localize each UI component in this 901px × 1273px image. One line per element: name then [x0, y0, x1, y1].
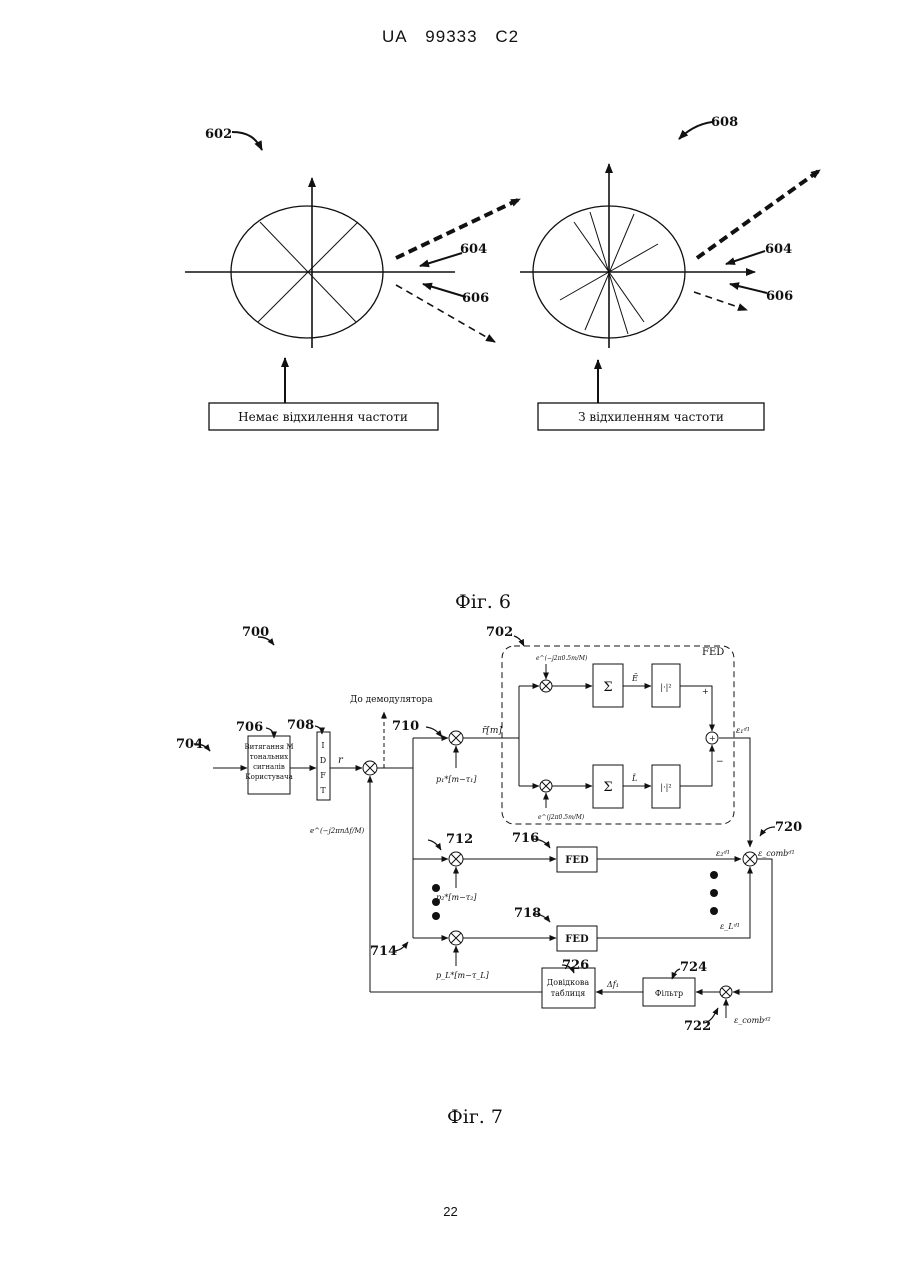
- sum-top: Σ: [603, 680, 612, 695]
- idft-letter-4: T: [320, 786, 326, 795]
- eps1-label: ε₁ᵈ¹: [736, 726, 750, 735]
- minus-sign: −: [716, 757, 724, 767]
- e-tilde-label: Ẽ: [631, 674, 638, 683]
- rbar-label: r̄[m]: [482, 726, 502, 736]
- ref-716: 716: [512, 831, 539, 846]
- fed-718-label: FED: [565, 934, 589, 945]
- constellation-with-offset: [520, 122, 820, 430]
- ref-718: 718: [514, 906, 541, 921]
- filter-label: Фільтр: [655, 989, 683, 998]
- rp-label: r: [338, 755, 344, 766]
- ref-608: 608: [711, 115, 738, 130]
- ref-604-left: 604: [460, 242, 487, 257]
- with-offset-label: З відхиленням частоти: [578, 410, 724, 424]
- ref-606-right: 606: [766, 289, 793, 304]
- ref-606-left: 606: [462, 291, 489, 306]
- ref-700: 700: [242, 625, 269, 640]
- abs-bottom: |·|²: [660, 783, 671, 792]
- fed-title: FED: [702, 647, 724, 658]
- dashed-arrow-606-right: [694, 292, 747, 310]
- ref-726: 726: [562, 958, 589, 973]
- ref-714: 714: [370, 944, 397, 959]
- dashed-arrow-604: [396, 199, 520, 258]
- exp-top-label: e^(−j2π0.5m/M): [536, 655, 588, 662]
- fig7-caption: Фіг. 7: [447, 1106, 503, 1128]
- user-signals-line-3: сигналів: [253, 763, 285, 771]
- ref-702: 702: [486, 625, 513, 640]
- idft-letter-3: F: [320, 771, 326, 780]
- dashed-arrow-604-right: [697, 170, 820, 258]
- constellation-no-offset: [185, 132, 520, 430]
- lookup-label-1: Довідкова: [547, 978, 590, 987]
- eps2-label: ε₂ᵈ¹: [716, 849, 730, 858]
- abs-top: |·|²: [660, 683, 671, 692]
- ref-604-right: 604: [765, 242, 792, 257]
- lookup-table-block: [542, 968, 595, 1008]
- ref-720: 720: [775, 820, 802, 835]
- idft-letter-1: I: [321, 741, 324, 750]
- no-offset-label: Немає відхилення частоти: [238, 410, 408, 424]
- eps-comb2-label: ε_combᵈ²: [734, 1016, 771, 1025]
- exp-bottom-label: e^(j2π0.5m/M): [538, 814, 585, 821]
- user-signals-line-4: Користувача: [245, 773, 293, 781]
- pilot2-label: p₂*[m−τ₂]: [436, 893, 477, 902]
- plus-sign: +: [702, 687, 709, 696]
- fed-dashed-block: [502, 646, 734, 824]
- ref-706: 706: [236, 720, 263, 735]
- delta-f-label: Δf₁: [606, 980, 619, 989]
- page-number: 22: [0, 1204, 901, 1219]
- epsL-label: ε_Lᵈ¹: [720, 922, 740, 931]
- lookup-label-2: таблиця: [551, 989, 586, 998]
- user-signals-line-1: Витягання M: [244, 743, 293, 751]
- adder-plus: +: [709, 734, 716, 743]
- fed-716-label: FED: [565, 855, 589, 866]
- ref-602: 602: [205, 127, 232, 142]
- pilot1-label: p₁*[m−τ₁]: [436, 775, 477, 784]
- ref-722: 722: [684, 1019, 711, 1034]
- to-demodulator-label: До демодулятора: [350, 695, 433, 705]
- l-tilde-label: L̃: [631, 774, 637, 783]
- fig6-caption: Фіг. 6: [455, 591, 511, 613]
- ref-708: 708: [287, 718, 314, 733]
- ref-704: 704: [176, 737, 203, 752]
- ref-724: 724: [680, 960, 707, 975]
- pilotL-label: p_L*[m−τ_L]: [436, 971, 490, 980]
- ref-710: 710: [392, 719, 419, 734]
- eps-comb-label: ε_combᵈ¹: [758, 849, 795, 858]
- sum-bottom: Σ: [603, 780, 612, 795]
- ref-712: 712: [446, 832, 473, 847]
- figure-6: [185, 122, 820, 430]
- exp-left-label: e^(−j2πnΔf/M): [310, 827, 365, 835]
- idft-letter-2: D: [320, 756, 326, 765]
- user-signals-line-2: тональних: [250, 753, 289, 761]
